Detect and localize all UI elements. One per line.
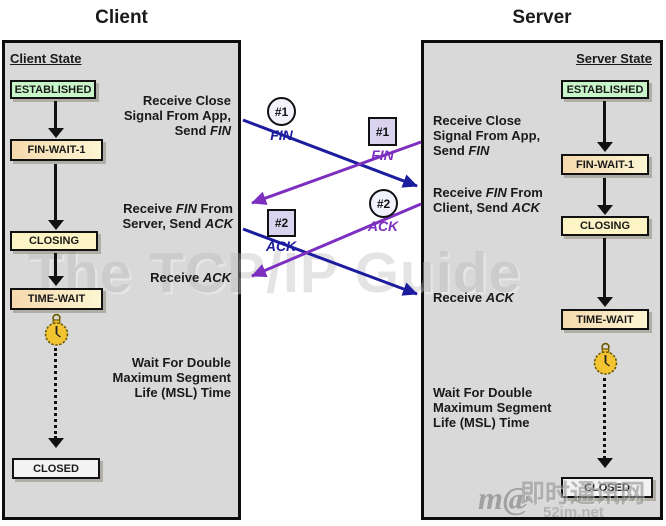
- server-state-established: ESTABLISHED: [561, 80, 649, 99]
- client-panel: [2, 40, 241, 520]
- client-state-heading: Client State: [10, 51, 82, 66]
- server-annotation-receive-fin: Receive FIN From Client, Send ACK: [433, 185, 543, 215]
- client-state-timewait: TIME-WAIT: [10, 288, 103, 310]
- client-arrow-established-finwait1: [47, 101, 64, 138]
- server-arrow-closing-timewait: [596, 238, 613, 307]
- client-msl-clock-icon: [44, 313, 69, 346]
- client-annotation-send-fin: Receive Close Signal From App, Send FIN: [95, 93, 231, 138]
- client-arrow-closing-timewait: [47, 253, 64, 286]
- client-title: Client: [95, 7, 148, 28]
- client-state-established: ESTABLISHED: [10, 80, 96, 99]
- server-panel: [421, 40, 663, 520]
- server-state-timewait: TIME-WAIT: [561, 309, 649, 330]
- client-ann1-fin: FIN: [210, 123, 231, 138]
- server-title: Server: [512, 7, 572, 28]
- client-annotation-receive-ack: Receive ACK: [150, 270, 231, 285]
- client-ack-label: ACK: [265, 238, 297, 254]
- server-annotation-msl-wait: Wait For Double Maximum Segment Life (MS…: [433, 385, 552, 430]
- server-ack-badge: #2: [369, 189, 398, 218]
- client-ann1-line2: Signal From App,: [123, 108, 231, 123]
- site-watermark-cn: 即时通讯网: [520, 480, 646, 508]
- server-ack-label: ACK: [367, 218, 399, 234]
- server-fin-badge: #1: [368, 117, 397, 146]
- server-annotation-receive-ack: Receive ACK: [433, 290, 514, 305]
- client-state-closing: CLOSING: [10, 231, 98, 251]
- client-annotation-receive-fin: Receive FIN From Server, Send ACK: [122, 201, 233, 231]
- site-watermark-logo: m@: [478, 480, 530, 516]
- server-state-closing: CLOSING: [561, 216, 649, 236]
- client-ack-badge: #2: [267, 209, 296, 237]
- server-fin-label: FIN: [371, 147, 394, 163]
- client-fin-label: FIN: [270, 127, 293, 143]
- server-ack-arrow: [251, 202, 422, 278]
- client-ann1-line3: Send: [174, 123, 211, 138]
- client-ack-arrow: [242, 227, 418, 296]
- server-state-heading: Server State: [576, 51, 652, 66]
- client-fin-badge: #1: [267, 97, 296, 126]
- server-arrow-finwait1-closing: [596, 178, 613, 215]
- tcpip-guide-watermark: The TCP/IP Guide: [28, 241, 522, 305]
- server-state-finwait1: FIN-WAIT-1: [561, 154, 649, 175]
- client-state-closed: CLOSED: [12, 458, 100, 479]
- server-annotation-send-fin: Receive Close Signal From App, Send FIN: [433, 113, 541, 158]
- server-arrow-established-finwait1: [596, 101, 613, 152]
- client-state-finwait1: FIN-WAIT-1: [10, 139, 103, 161]
- client-fin-arrow: [242, 118, 418, 188]
- client-dotted-arrow-timewait-closed: [47, 348, 64, 448]
- server-dotted-arrow-timewait-closed: [596, 378, 613, 468]
- client-ann1-line1: Receive Close: [142, 93, 231, 108]
- site-watermark-url: 52im.net: [543, 504, 604, 521]
- client-arrow-finwait1-closing: [47, 164, 64, 230]
- server-state-closed: CLOSED: [561, 477, 653, 498]
- server-fin-arrow: [251, 140, 422, 205]
- server-msl-clock-icon: [593, 342, 618, 375]
- client-annotation-msl-wait: Wait For Double Maximum Segment Life (MS…: [112, 355, 231, 400]
